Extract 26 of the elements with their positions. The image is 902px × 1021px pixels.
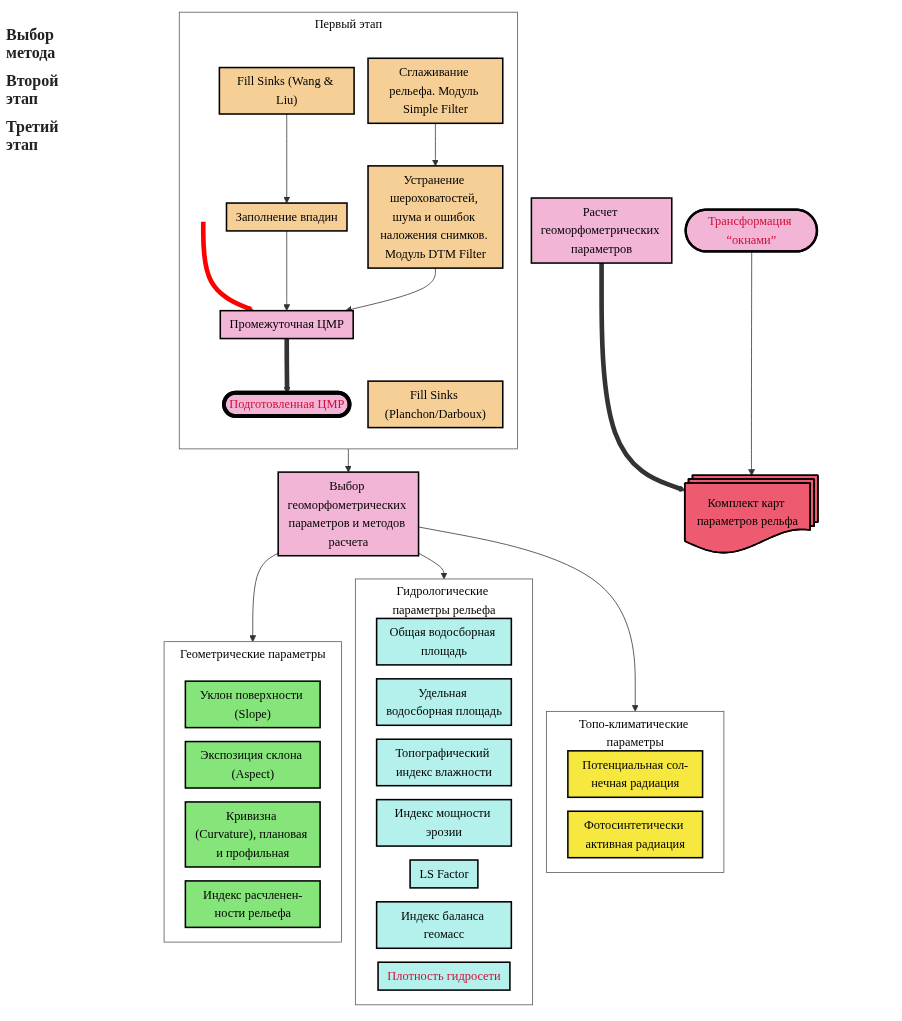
- side-label: Второй этап: [6, 72, 60, 108]
- node-box: Индекс мощности эрозии: [375, 798, 513, 847]
- arrow: [200, 221, 254, 312]
- node-box: Сглаживание рельефа. Модуль Simple Filter: [367, 57, 504, 125]
- node-box: Выбор геоморфометрических параметров и методов расчета: [277, 471, 420, 557]
- arrow: [599, 263, 686, 492]
- node-box: Уклон поверхности (Slope): [184, 680, 321, 729]
- node-box: Расчет геоморфометрических параметров: [530, 197, 673, 264]
- node-box: Fill Sinks (Wang & Liu): [218, 66, 355, 115]
- side-label: Третий этап: [6, 118, 60, 154]
- node-box: LS Factor: [409, 859, 479, 889]
- node-box: Общая водосборная площадь: [375, 617, 513, 666]
- node-box: Заполнение впадин: [225, 202, 348, 232]
- node-box: Устранение шероховатостей, шума и ошибок наложения снимков. Модуль DTM Filter: [367, 165, 504, 269]
- node-box: Индекс расчленен-ности рельефа: [184, 880, 321, 929]
- node-box: Плотность гидросети: [377, 961, 511, 991]
- side-label: Выбор метода: [6, 26, 57, 62]
- node-box: Кривизна (Curvature), плановая и профильная: [184, 801, 321, 868]
- node-box: Fill Sinks (Planchon/Darboux): [367, 380, 504, 429]
- node-box: Экспозиция склона (Aspect): [184, 740, 321, 789]
- node-box: Индекс баланса геомасс: [375, 901, 513, 950]
- node-box: Удельная водосборная площадь: [375, 678, 513, 727]
- node-box: Топографический индекс влажности: [375, 738, 513, 787]
- node-box: Потенциальная сол-нечная радиация: [567, 750, 704, 799]
- node-box: Промежуточная ЦМР: [219, 309, 354, 340]
- node-box: Фотосинтетически активная радиация: [567, 810, 704, 859]
